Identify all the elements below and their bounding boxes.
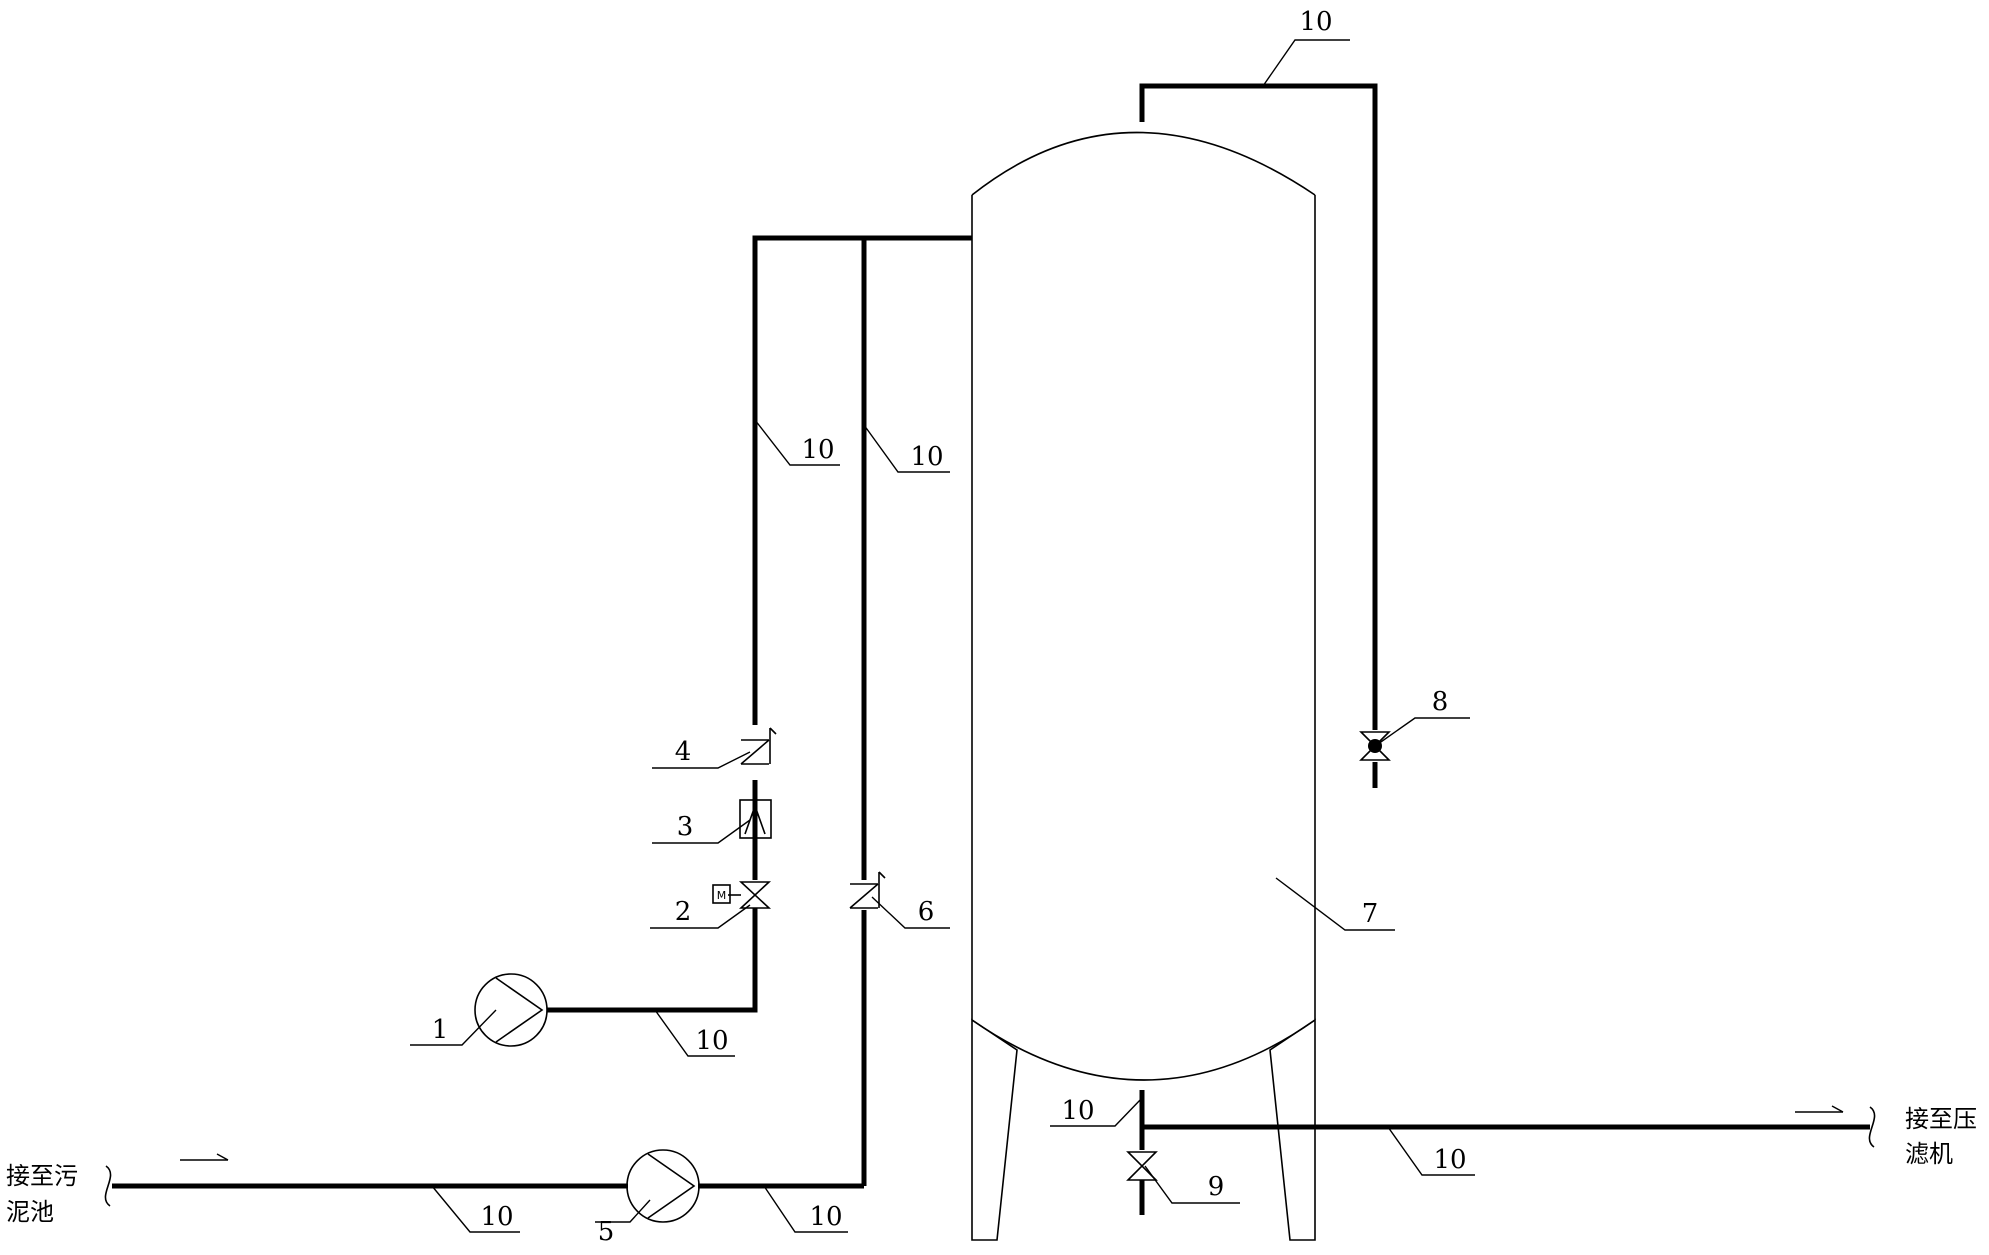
- label-pipe-top: 10: [1299, 7, 1332, 37]
- tank-7: [971, 131, 1316, 1241]
- label-valve-9: 9: [1208, 1172, 1225, 1202]
- outlet-note-line1: 接至压: [1905, 1105, 1977, 1133]
- label-pipe-outlet: 10: [1433, 1145, 1466, 1175]
- label-pump-5: 5: [598, 1217, 615, 1247]
- inlet-note-line1: 接至污: [6, 1162, 78, 1190]
- flowmeter-3: [739, 799, 772, 839]
- pipe-network: [112, 83, 1870, 1215]
- motor-label: M: [717, 889, 727, 902]
- label-pipe-left-a: 10: [801, 435, 834, 465]
- valve-9: [1126, 1151, 1158, 1181]
- label-check-valve-6: 6: [918, 897, 935, 927]
- label-pipe-drain: 10: [1061, 1096, 1094, 1126]
- check-valve-6: [849, 871, 886, 909]
- label-pump-1: 1: [432, 1015, 449, 1045]
- label-pipe-left-b: 10: [910, 442, 943, 472]
- connection-notes: 接至污 泥池 接至压 滤机: [6, 1105, 1977, 1226]
- label-flowmeter-3: 3: [677, 812, 694, 842]
- label-check-valve-4: 4: [675, 737, 692, 767]
- pump-1: [474, 973, 548, 1047]
- label-pipe-pump1: 10: [695, 1026, 728, 1056]
- label-valve-8: 8: [1432, 687, 1449, 717]
- component-labels: 10 10 10 10 10 10 10 10 1 2 3 4 5 6 7 8 …: [432, 7, 1467, 1247]
- label-pipe-inlet: 10: [480, 1202, 513, 1232]
- motorized-valve-2: M: [712, 881, 772, 909]
- flow-arrow-outlet: [1795, 1105, 1844, 1113]
- label-pipe-pump5: 10: [809, 1202, 842, 1232]
- leader-lines: [410, 39, 1475, 1233]
- outlet-note-line2: 滤机: [1905, 1140, 1953, 1168]
- inlet-note-line2: 泥池: [6, 1198, 54, 1226]
- check-valve-4: [740, 727, 777, 765]
- inlet-break-symbol: [104, 1165, 112, 1207]
- flow-arrow-inlet: [180, 1153, 229, 1161]
- outlet-break-symbol: [1868, 1106, 1876, 1148]
- valve-8: [1359, 731, 1391, 761]
- label-tank-7: 7: [1362, 899, 1379, 929]
- pump-5: [626, 1149, 700, 1223]
- label-valve-2: 2: [675, 897, 692, 927]
